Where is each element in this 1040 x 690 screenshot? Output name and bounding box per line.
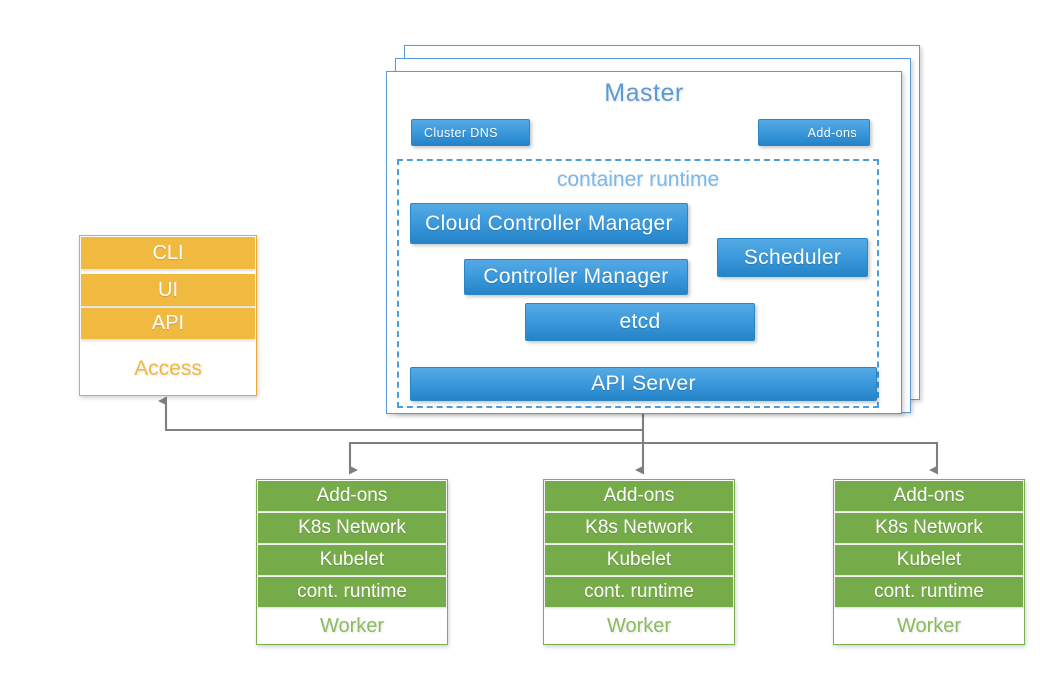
access-row-api[interactable]: API: [81, 308, 255, 339]
container-runtime-region: [397, 159, 879, 408]
wire-worker-bus: [348, 441, 939, 475]
cloud-controller-manager-box[interactable]: Cloud Controller Manager: [410, 203, 688, 244]
worker-row-add-ons[interactable]: Add-ons: [258, 481, 446, 511]
worker-row-k8s-network[interactable]: K8s Network: [545, 513, 733, 543]
master-title: Master: [604, 79, 684, 107]
master-addons-box[interactable]: Add-ons: [758, 119, 870, 146]
worker-row-cont-runtime[interactable]: cont. runtime: [835, 577, 1023, 607]
worker-label: Worker: [606, 614, 672, 637]
worker-row-k8s-network[interactable]: K8s Network: [835, 513, 1023, 543]
worker-row-kubelet[interactable]: Kubelet: [258, 545, 446, 575]
scheduler-box[interactable]: Scheduler: [717, 238, 868, 277]
worker-row-cont-runtime[interactable]: cont. runtime: [545, 577, 733, 607]
access-row-cli[interactable]: CLI: [81, 237, 255, 269]
worker-row-kubelet[interactable]: Kubelet: [545, 545, 733, 575]
worker-row-k8s-network[interactable]: K8s Network: [258, 513, 446, 543]
api-server-box[interactable]: API Server: [410, 367, 877, 401]
etcd-box[interactable]: etcd: [525, 303, 755, 341]
worker-label: Worker: [896, 614, 962, 637]
cluster-dns-box[interactable]: Cluster DNS: [411, 119, 530, 146]
worker-row-kubelet[interactable]: Kubelet: [835, 545, 1023, 575]
controller-manager-box[interactable]: Controller Manager: [464, 259, 688, 295]
worker-label: Worker: [319, 614, 385, 637]
access-row-ui[interactable]: UI: [81, 274, 255, 306]
container-runtime-title: container runtime: [556, 168, 720, 191]
worker-row-cont-runtime[interactable]: cont. runtime: [258, 577, 446, 607]
worker-row-add-ons[interactable]: Add-ons: [835, 481, 1023, 511]
worker-row-add-ons[interactable]: Add-ons: [545, 481, 733, 511]
access-label: Access: [134, 357, 202, 380]
